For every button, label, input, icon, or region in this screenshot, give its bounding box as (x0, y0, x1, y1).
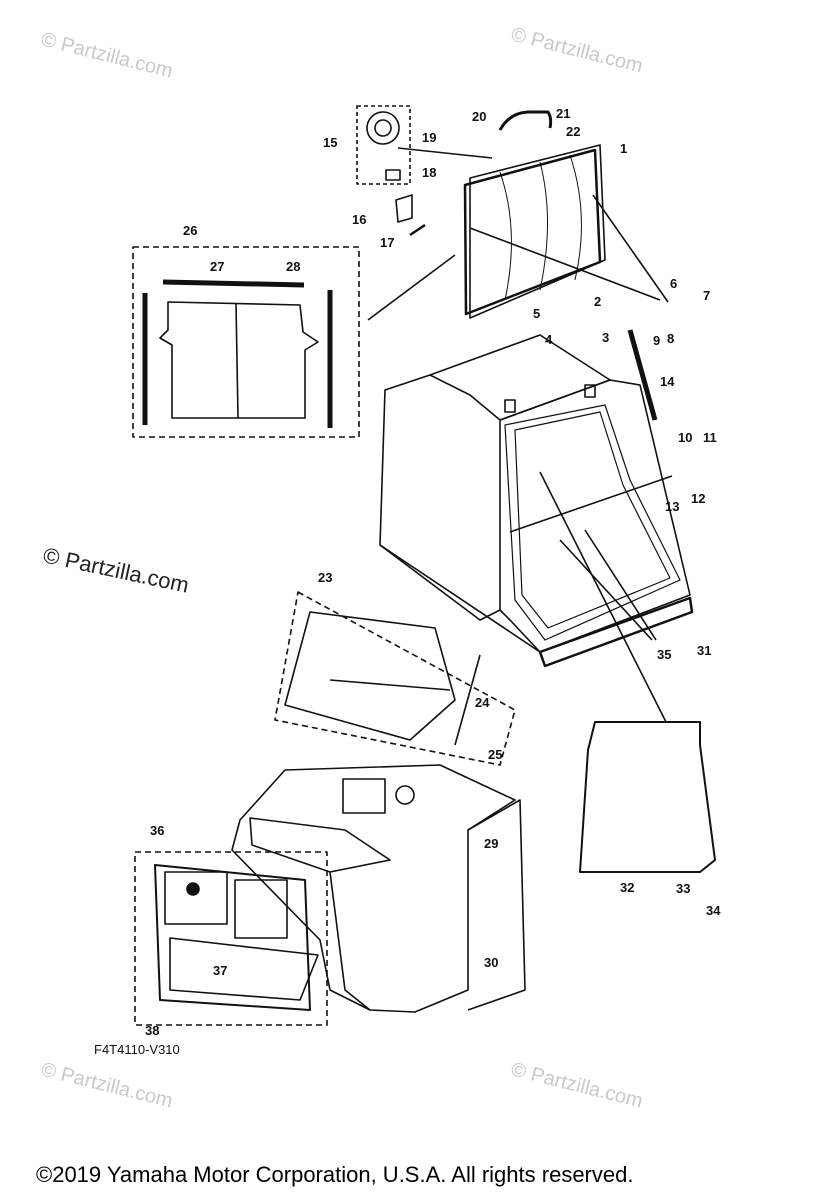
callout-12: 12 (691, 491, 705, 506)
windshield-box (274, 591, 516, 766)
callout-9: 9 (653, 333, 660, 348)
watermark-bottom-right: © Partzilla.com (509, 1059, 645, 1113)
callout-21: 21 (556, 106, 570, 121)
gas-strut (627, 329, 658, 421)
roof-liner-box (132, 246, 360, 438)
arrow-32 (539, 471, 667, 723)
callout-19: 19 (422, 130, 436, 145)
callout-16: 16 (352, 212, 366, 227)
cab-body (379, 334, 694, 668)
grab-handle (498, 110, 553, 131)
callout-32: 32 (620, 880, 634, 895)
callout-20: 20 (472, 109, 486, 124)
arrow-13 (509, 475, 673, 533)
callout-24: 24 (475, 695, 490, 710)
callout-8: 8 (667, 331, 674, 346)
door-box (134, 851, 328, 1026)
roof-liner (159, 301, 319, 419)
callouts: 1 2 3 4 5 6 7 8 9 10 11 12 13 14 15 16 1… (145, 106, 721, 1038)
callout-17: 17 (380, 235, 394, 250)
watermark-top-left: © Partzilla.com (39, 29, 175, 83)
callout-3: 3 (602, 330, 609, 345)
callout-33: 33 (676, 881, 690, 896)
lock-plate (395, 194, 413, 223)
callout-37: 37 (213, 963, 227, 978)
callout-15: 15 (323, 135, 337, 150)
callout-38: 38 (145, 1023, 159, 1038)
callout-35: 35 (657, 647, 671, 662)
callout-29: 29 (484, 836, 498, 851)
callout-11: 11 (703, 430, 717, 445)
callout-4: 4 (545, 332, 553, 347)
lock-assembly-box (356, 105, 411, 185)
callout-26: 26 (183, 223, 197, 238)
callout-23: 23 (318, 570, 332, 585)
watermark-center: © Partzilla.com (41, 542, 191, 597)
callout-14: 14 (660, 374, 675, 389)
callout-10: 10 (678, 430, 692, 445)
lock-dial (366, 111, 400, 145)
console-body (231, 764, 526, 1013)
arrow-1b (592, 194, 669, 303)
callout-25: 25 (488, 747, 502, 762)
callout-28: 28 (286, 259, 300, 274)
diagram-code: F4T4110-V310 (94, 1042, 180, 1057)
watermark-bottom-left: © Partzilla.com (39, 1059, 175, 1113)
callout-30: 30 (484, 955, 498, 970)
callout-31: 31 (697, 643, 711, 658)
arrow-35b (584, 529, 657, 641)
callout-13: 13 (665, 499, 679, 514)
callout-5: 5 (533, 306, 540, 321)
callout-1: 1 (620, 141, 627, 156)
watermark-top-right: © Partzilla.com (509, 24, 645, 78)
lock-latch (385, 169, 401, 181)
callout-34: 34 (706, 903, 721, 918)
arrow-15 (397, 147, 493, 159)
copyright-notice: ©2019 Yamaha Motor Corporation, U.S.A. A… (36, 1162, 634, 1187)
callout-2: 2 (594, 294, 601, 309)
arrow-1a (469, 227, 661, 301)
callout-27: 27 (210, 259, 224, 274)
callout-6: 6 (670, 276, 677, 291)
arrow-35a (559, 539, 653, 641)
roof-panel (463, 144, 606, 319)
callout-18: 18 (422, 165, 436, 180)
callout-22: 22 (566, 124, 580, 139)
callout-36: 36 (150, 823, 164, 838)
callout-7: 7 (703, 288, 710, 303)
rear-window-frame (579, 721, 716, 873)
arrow-24 (454, 654, 481, 746)
arrow-26 (367, 254, 456, 321)
